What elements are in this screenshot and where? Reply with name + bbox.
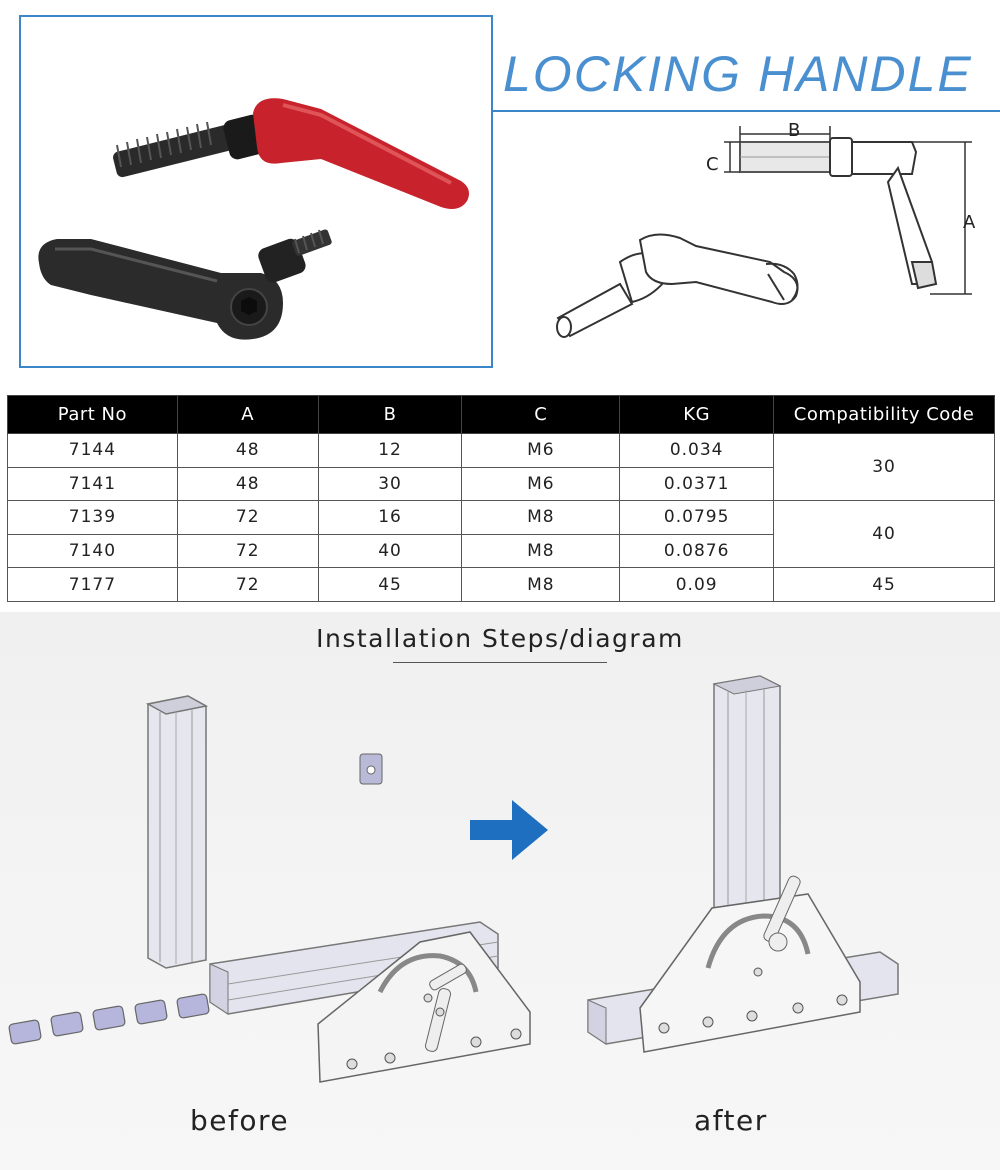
cell-b: 12 <box>317 433 463 468</box>
cell-kg: 0.0371 <box>619 466 775 502</box>
installation-title-underline <box>393 662 607 663</box>
table-row: 7139 72 16 M8 0.0795 40 <box>7 500 995 569</box>
table-row: 7177 72 45 M8 0.09 45 <box>7 567 995 602</box>
cell-c: M8 <box>461 567 621 602</box>
before-vertical-profile <box>145 695 209 969</box>
cell-kg: 0.09 <box>619 567 775 602</box>
title-area: LOCKING HANDLE <box>493 15 1000 115</box>
t-nut-row <box>8 993 210 1045</box>
cell-c: M6 <box>461 433 621 468</box>
before-corner-plate <box>317 931 531 1083</box>
installation-title: Installation Steps/diagram <box>316 624 684 653</box>
cell-compat: 40 <box>773 500 995 569</box>
col-header-compat: Compatibility Code <box>773 395 995 434</box>
dimension-lines <box>724 126 972 295</box>
cell-a: 72 <box>176 533 319 569</box>
cell-c: M6 <box>461 466 621 502</box>
table-row: 7140 72 40 M8 0.0876 <box>7 533 995 569</box>
cell-kg: 0.0876 <box>619 533 775 569</box>
before-caption: before <box>190 1104 290 1137</box>
col-header-a: A <box>176 395 319 434</box>
side-view-drawing <box>739 137 938 290</box>
cell-compat: 30 <box>773 432 995 502</box>
spec-table: Part No A B C KG Compatibility Code 7144… <box>7 395 995 602</box>
black-handle-image <box>38 229 332 340</box>
cell-a: 72 <box>176 500 319 535</box>
cell-a: 48 <box>176 433 319 468</box>
table-row: 7144 48 12 M6 0.034 30 <box>7 432 995 502</box>
table-header-row: Part No A B C KG Compatibility Code <box>7 395 995 434</box>
dimension-label-a: A <box>963 212 976 233</box>
handle-photo-illustration <box>38 98 469 340</box>
col-header-part-no: Part No <box>7 395 178 434</box>
cell-a: 72 <box>176 567 319 602</box>
cell-kg: 0.0795 <box>619 500 775 535</box>
after-caption: after <box>694 1104 768 1137</box>
cell-c: M8 <box>461 533 621 569</box>
cell-part-no: 7141 <box>7 466 178 502</box>
arrow-right-icon <box>470 800 548 860</box>
dimension-label-b: B <box>788 120 800 141</box>
cell-kg: 0.034 <box>619 433 775 468</box>
installation-section: Installation Steps/diagram <box>0 612 1000 1170</box>
cell-b: 45 <box>317 567 463 602</box>
cell-b: 40 <box>317 533 463 569</box>
table-row: 7141 48 30 M6 0.0371 <box>7 466 995 502</box>
dimension-drawing: B C A <box>540 112 1000 352</box>
product-photo <box>19 15 493 368</box>
dimension-label-c: C <box>706 154 719 175</box>
cell-b: 30 <box>317 466 463 502</box>
title-underline <box>493 110 1000 112</box>
page-title: LOCKING HANDLE <box>503 46 973 102</box>
cell-a: 48 <box>176 466 319 502</box>
isometric-handle-drawing <box>556 233 799 338</box>
cell-part-no: 7177 <box>7 567 178 602</box>
red-handle-image <box>113 98 469 209</box>
cell-compat: 45 <box>773 567 995 602</box>
cell-part-no: 7139 <box>7 500 178 535</box>
col-header-c: C <box>461 395 621 434</box>
col-header-kg: KG <box>619 395 775 434</box>
cell-c: M8 <box>461 500 621 535</box>
after-assembly <box>587 675 899 1053</box>
cell-part-no: 7144 <box>7 433 178 468</box>
cell-b: 16 <box>317 500 463 535</box>
cell-part-no: 7140 <box>7 533 178 569</box>
installation-diagram <box>8 675 899 1083</box>
col-header-b: B <box>317 395 463 434</box>
